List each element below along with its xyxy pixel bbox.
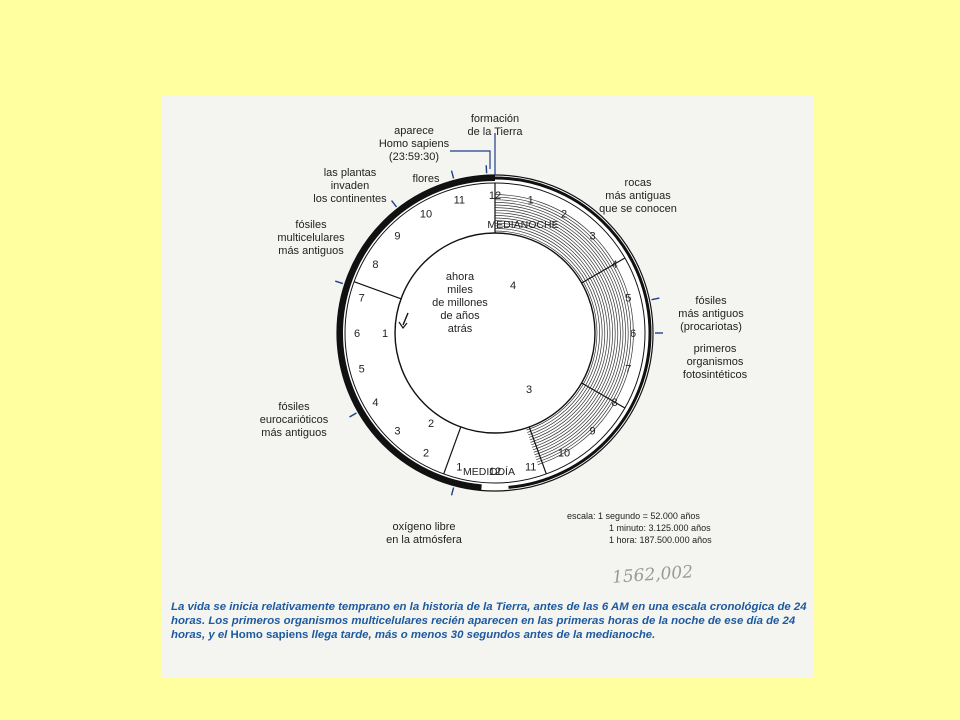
hour-number-left: 1 xyxy=(456,461,462,473)
hour-number-right: 1 xyxy=(528,195,534,207)
hour-number-right: 4 xyxy=(611,259,617,271)
hour-number-right: 3 xyxy=(590,230,596,242)
hour-number-right: 8 xyxy=(611,397,617,409)
hatch-line xyxy=(494,225,603,436)
scale-line2: 1 minuto: 3.125.000 años xyxy=(609,523,711,533)
leader-homo xyxy=(450,150,491,169)
label-eucariotas: fósiles eurocarióticos más antiguos xyxy=(259,401,329,439)
inner-number: 2 xyxy=(428,418,434,430)
tick-plantas xyxy=(391,200,398,208)
scale-prefix: escala: xyxy=(567,511,596,521)
hatch-line xyxy=(494,207,621,453)
hour-number-right: 7 xyxy=(625,364,631,376)
label-procariotas: fósiles más antiguos (procariotas) xyxy=(678,295,744,333)
caption-homo: Homo sapiens xyxy=(230,629,309,641)
hour-number-left: 6 xyxy=(354,328,360,340)
hour-number-left: 4 xyxy=(372,397,378,409)
mediodia-label: MEDIODÍA xyxy=(463,465,515,478)
inner-number: 1 xyxy=(382,328,388,340)
hatch-line xyxy=(494,202,626,458)
hatch-line xyxy=(494,209,619,451)
scale-line1: 1 segundo = 52.000 años xyxy=(598,511,700,521)
sector-divider xyxy=(528,426,547,475)
sector-divider xyxy=(353,281,402,300)
medianoche-label: MEDIANOCHE xyxy=(487,219,558,231)
sector-divider xyxy=(581,382,626,409)
label-plantas: las plantas invaden los continentes xyxy=(313,167,387,205)
label-oxigeno: oxígeno libre en la atmósfera xyxy=(386,521,462,546)
hatch-line xyxy=(494,222,606,438)
hour-number-right: 11 xyxy=(525,461,536,473)
hour-number-left: 12 xyxy=(489,466,501,478)
hour-number-right: 2 xyxy=(561,208,567,220)
figure-caption: La vida se inicia relativamente temprano… xyxy=(171,600,811,642)
hatched-sector xyxy=(494,194,634,465)
outer-band-right xyxy=(494,176,652,489)
hour-number-left: 10 xyxy=(420,208,432,220)
inner-number: 3 xyxy=(526,384,532,396)
hour-number-left: 5 xyxy=(359,364,365,376)
hour-number-left: 7 xyxy=(359,292,365,304)
tick-multicel xyxy=(335,280,344,285)
hour-number-left: 3 xyxy=(394,426,400,438)
scale-line3: 1 hora: 187.500.000 años xyxy=(609,535,712,545)
sector-divider xyxy=(581,257,626,284)
label-flores: flores xyxy=(412,173,440,185)
tick-procariotas xyxy=(651,297,660,301)
hour-number-left: 11 xyxy=(454,195,465,207)
tick-oxigeno xyxy=(450,487,455,496)
hatch-line xyxy=(494,194,634,465)
sector-divider xyxy=(443,426,462,475)
direction-arrow-head xyxy=(398,321,408,330)
label-homo-sapiens: aparece Homo sapiens (23:59:30) xyxy=(378,125,450,163)
hour-number-left: 8 xyxy=(372,259,378,271)
inner-number: 4 xyxy=(510,280,516,292)
label-fotosinteticos: primeros organismos fotosintéticos xyxy=(682,343,748,381)
direction-arrow xyxy=(402,312,409,326)
hour-number-left: 9 xyxy=(394,230,400,242)
scale-legend: escala: 1 segundo = 52.000 años 1 minuto… xyxy=(567,510,712,546)
label-center: ahora miles de millones de años atrás xyxy=(432,271,488,335)
hour-number-right: 9 xyxy=(590,426,596,438)
label-formacion-tierra: formación de la Tierra xyxy=(467,113,523,138)
hatch-line xyxy=(494,220,608,441)
label-rocas: rocas más antiguas que se conocen xyxy=(599,177,677,215)
tick-flores xyxy=(450,170,455,179)
caption-part2: llega tarde, más o menos 30 segundos ant… xyxy=(308,629,656,641)
hatch-line xyxy=(494,199,629,461)
label-multicelulares: fósiles multicelulares más antiguos xyxy=(277,219,345,257)
hatch-line xyxy=(494,228,600,433)
hour-number-right: 5 xyxy=(625,292,631,304)
hatch-line xyxy=(494,215,613,446)
hatch-line xyxy=(494,204,624,456)
hatch-line xyxy=(494,196,632,463)
hour-number-right: 6 xyxy=(630,328,636,340)
hour-number-right: 10 xyxy=(558,448,570,460)
hour-number-left: 2 xyxy=(423,448,429,460)
hatch-line xyxy=(494,217,611,443)
caption-part1: La vida se inicia relativamente temprano… xyxy=(171,601,807,641)
tick-eucariotas xyxy=(349,412,357,418)
hatch-line xyxy=(494,212,616,448)
hatch-line xyxy=(494,230,598,431)
outer-band-left xyxy=(337,175,496,491)
